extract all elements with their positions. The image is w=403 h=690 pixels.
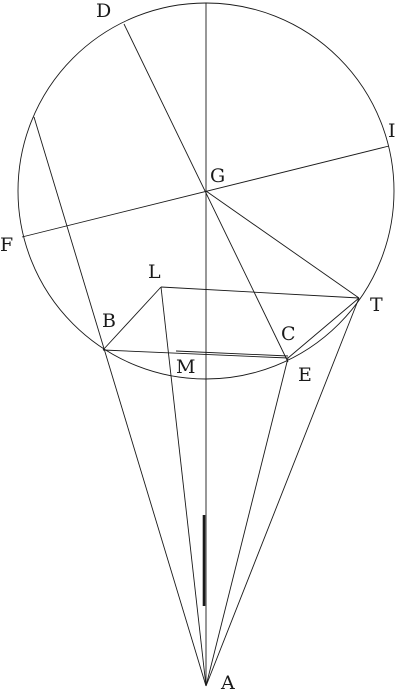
label-a: A	[220, 672, 235, 690]
label-f: F	[0, 234, 13, 256]
line-d-e	[123, 23, 289, 363]
label-d: D	[96, 0, 111, 22]
line-m-c	[175, 350, 289, 357]
label-c: C	[281, 323, 296, 345]
line-e-a	[205, 357, 289, 687]
line-l-a	[160, 286, 207, 687]
chord-b-e	[102, 349, 289, 359]
line-g-t	[205, 190, 360, 299]
label-b: B	[102, 310, 116, 332]
line-through-b-to-a	[33, 116, 207, 687]
label-i: I	[388, 120, 396, 142]
label-m: M	[176, 356, 195, 378]
label-t: T	[370, 294, 383, 316]
line-t-e	[287, 297, 360, 359]
line-f-i	[21, 145, 390, 238]
line-b-l	[102, 286, 162, 351]
line-l-t	[160, 286, 360, 299]
label-e: E	[298, 364, 312, 386]
line-t-a	[205, 297, 360, 687]
label-l: L	[148, 261, 161, 283]
label-g: G	[210, 165, 225, 187]
